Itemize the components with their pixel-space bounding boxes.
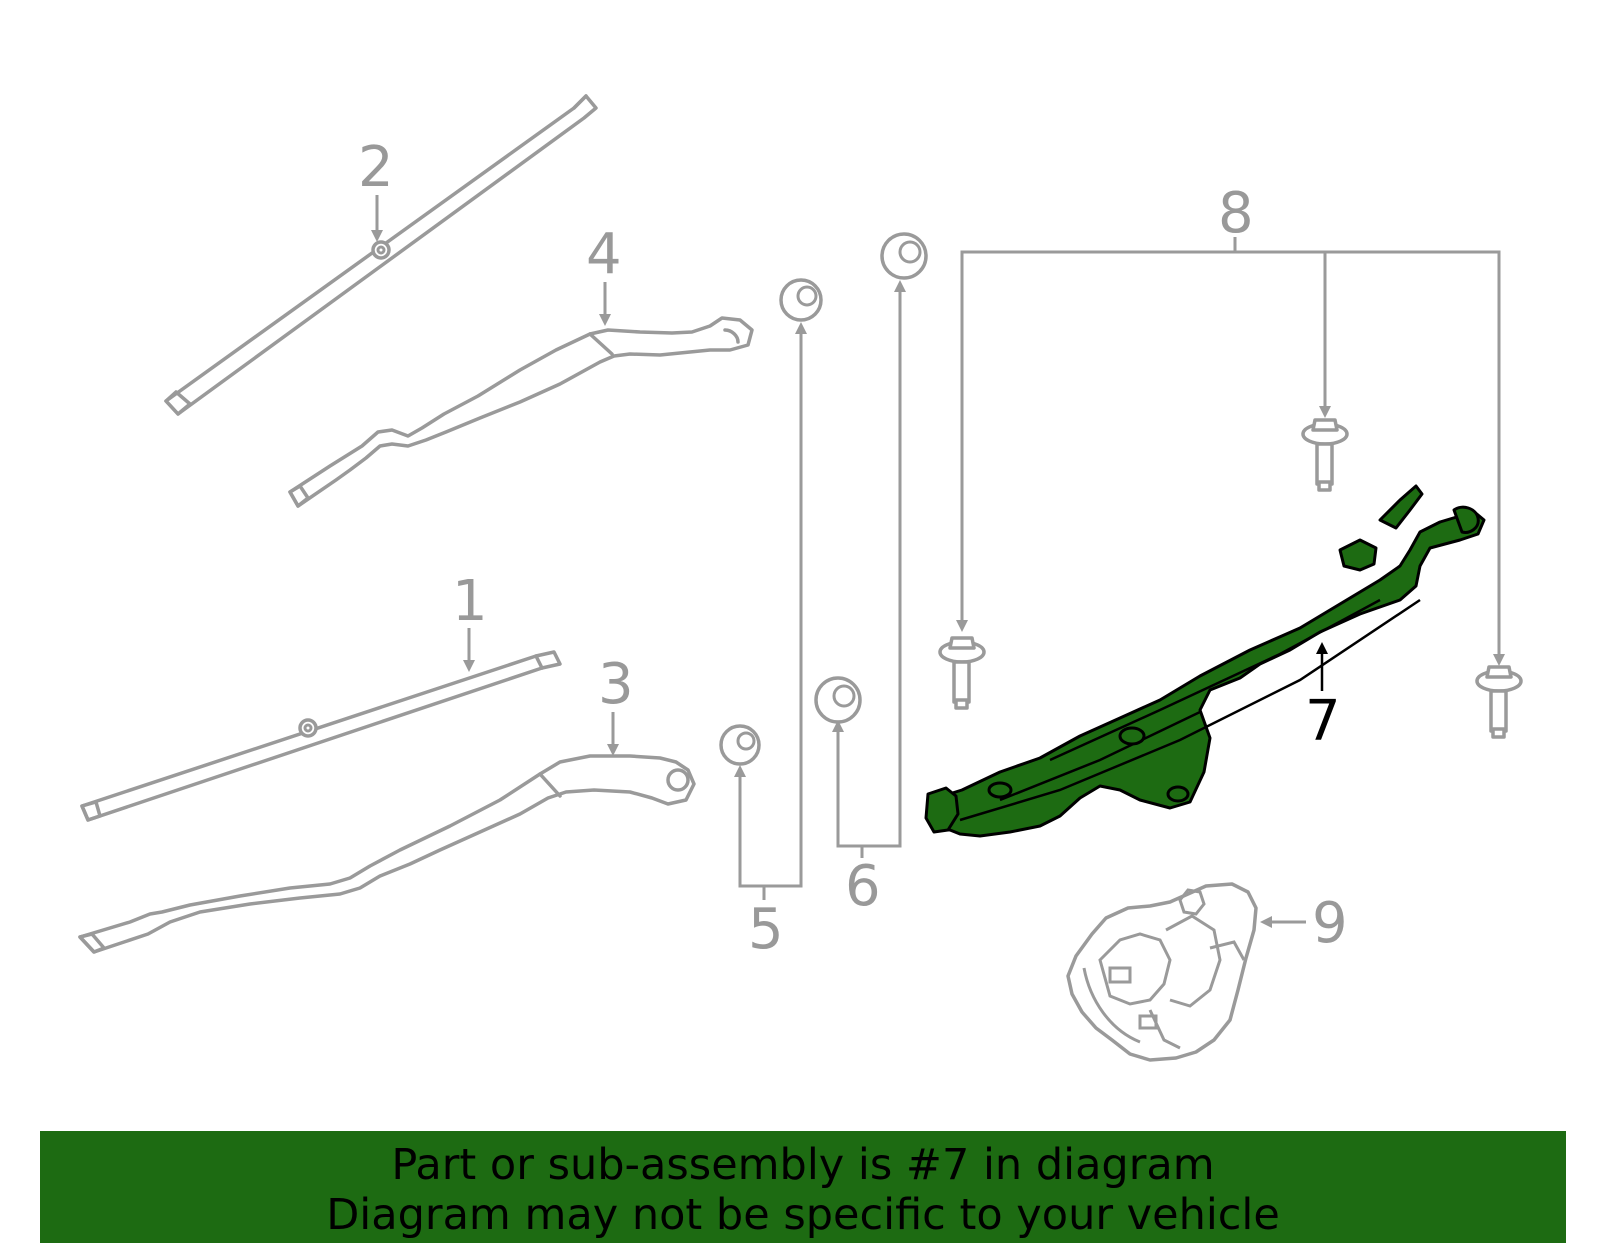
- part-8-bolt-middle: [1301, 418, 1349, 492]
- banner-line-2: Diagram may not be specific to your vehi…: [326, 1190, 1280, 1240]
- callout-9: 9: [1312, 891, 1348, 956]
- banner-line-1: Part or sub-assembly is #7 in diagram: [391, 1140, 1215, 1190]
- part-3-wiper-arm-lower: [78, 754, 696, 954]
- callout-8-bracket: [956, 237, 1505, 666]
- callout-7-leader: [1316, 642, 1328, 691]
- callout-4: 4: [586, 222, 622, 287]
- info-banner: Part or sub-assembly is #7 in diagram Di…: [40, 1131, 1566, 1243]
- callout-1: 1: [452, 569, 488, 634]
- part-6-cap-upper: [880, 232, 928, 280]
- callout-4-leader: [599, 282, 611, 326]
- callout-2: 2: [358, 135, 394, 200]
- callout-9-leader: [1260, 916, 1306, 928]
- part-7-wiper-linkage: [924, 484, 1486, 838]
- part-9-wiper-motor: [1066, 882, 1258, 1062]
- callout-5-bracket: [734, 322, 807, 900]
- part-1-wiper-blade-lower: [80, 650, 562, 822]
- part-5-cap-upper: [779, 278, 823, 322]
- callout-6: 6: [845, 854, 881, 919]
- part-4-wiper-arm-upper: [288, 316, 754, 508]
- part-6-cap-lower: [814, 676, 862, 724]
- part-2-wiper-blade-upper: [164, 94, 598, 416]
- callout-5: 5: [748, 897, 784, 962]
- part-8-bolt-right: [1475, 665, 1523, 739]
- callout-2-leader: [371, 195, 383, 242]
- callout-3: 3: [598, 652, 634, 717]
- callout-6-bracket: [832, 280, 906, 858]
- callout-8: 8: [1218, 181, 1254, 246]
- callout-3-leader: [607, 712, 619, 756]
- callout-1-leader: [463, 628, 475, 672]
- part-8-bolt-left: [938, 636, 986, 710]
- part-5-cap-lower: [719, 724, 761, 766]
- callout-7: 7: [1305, 689, 1341, 754]
